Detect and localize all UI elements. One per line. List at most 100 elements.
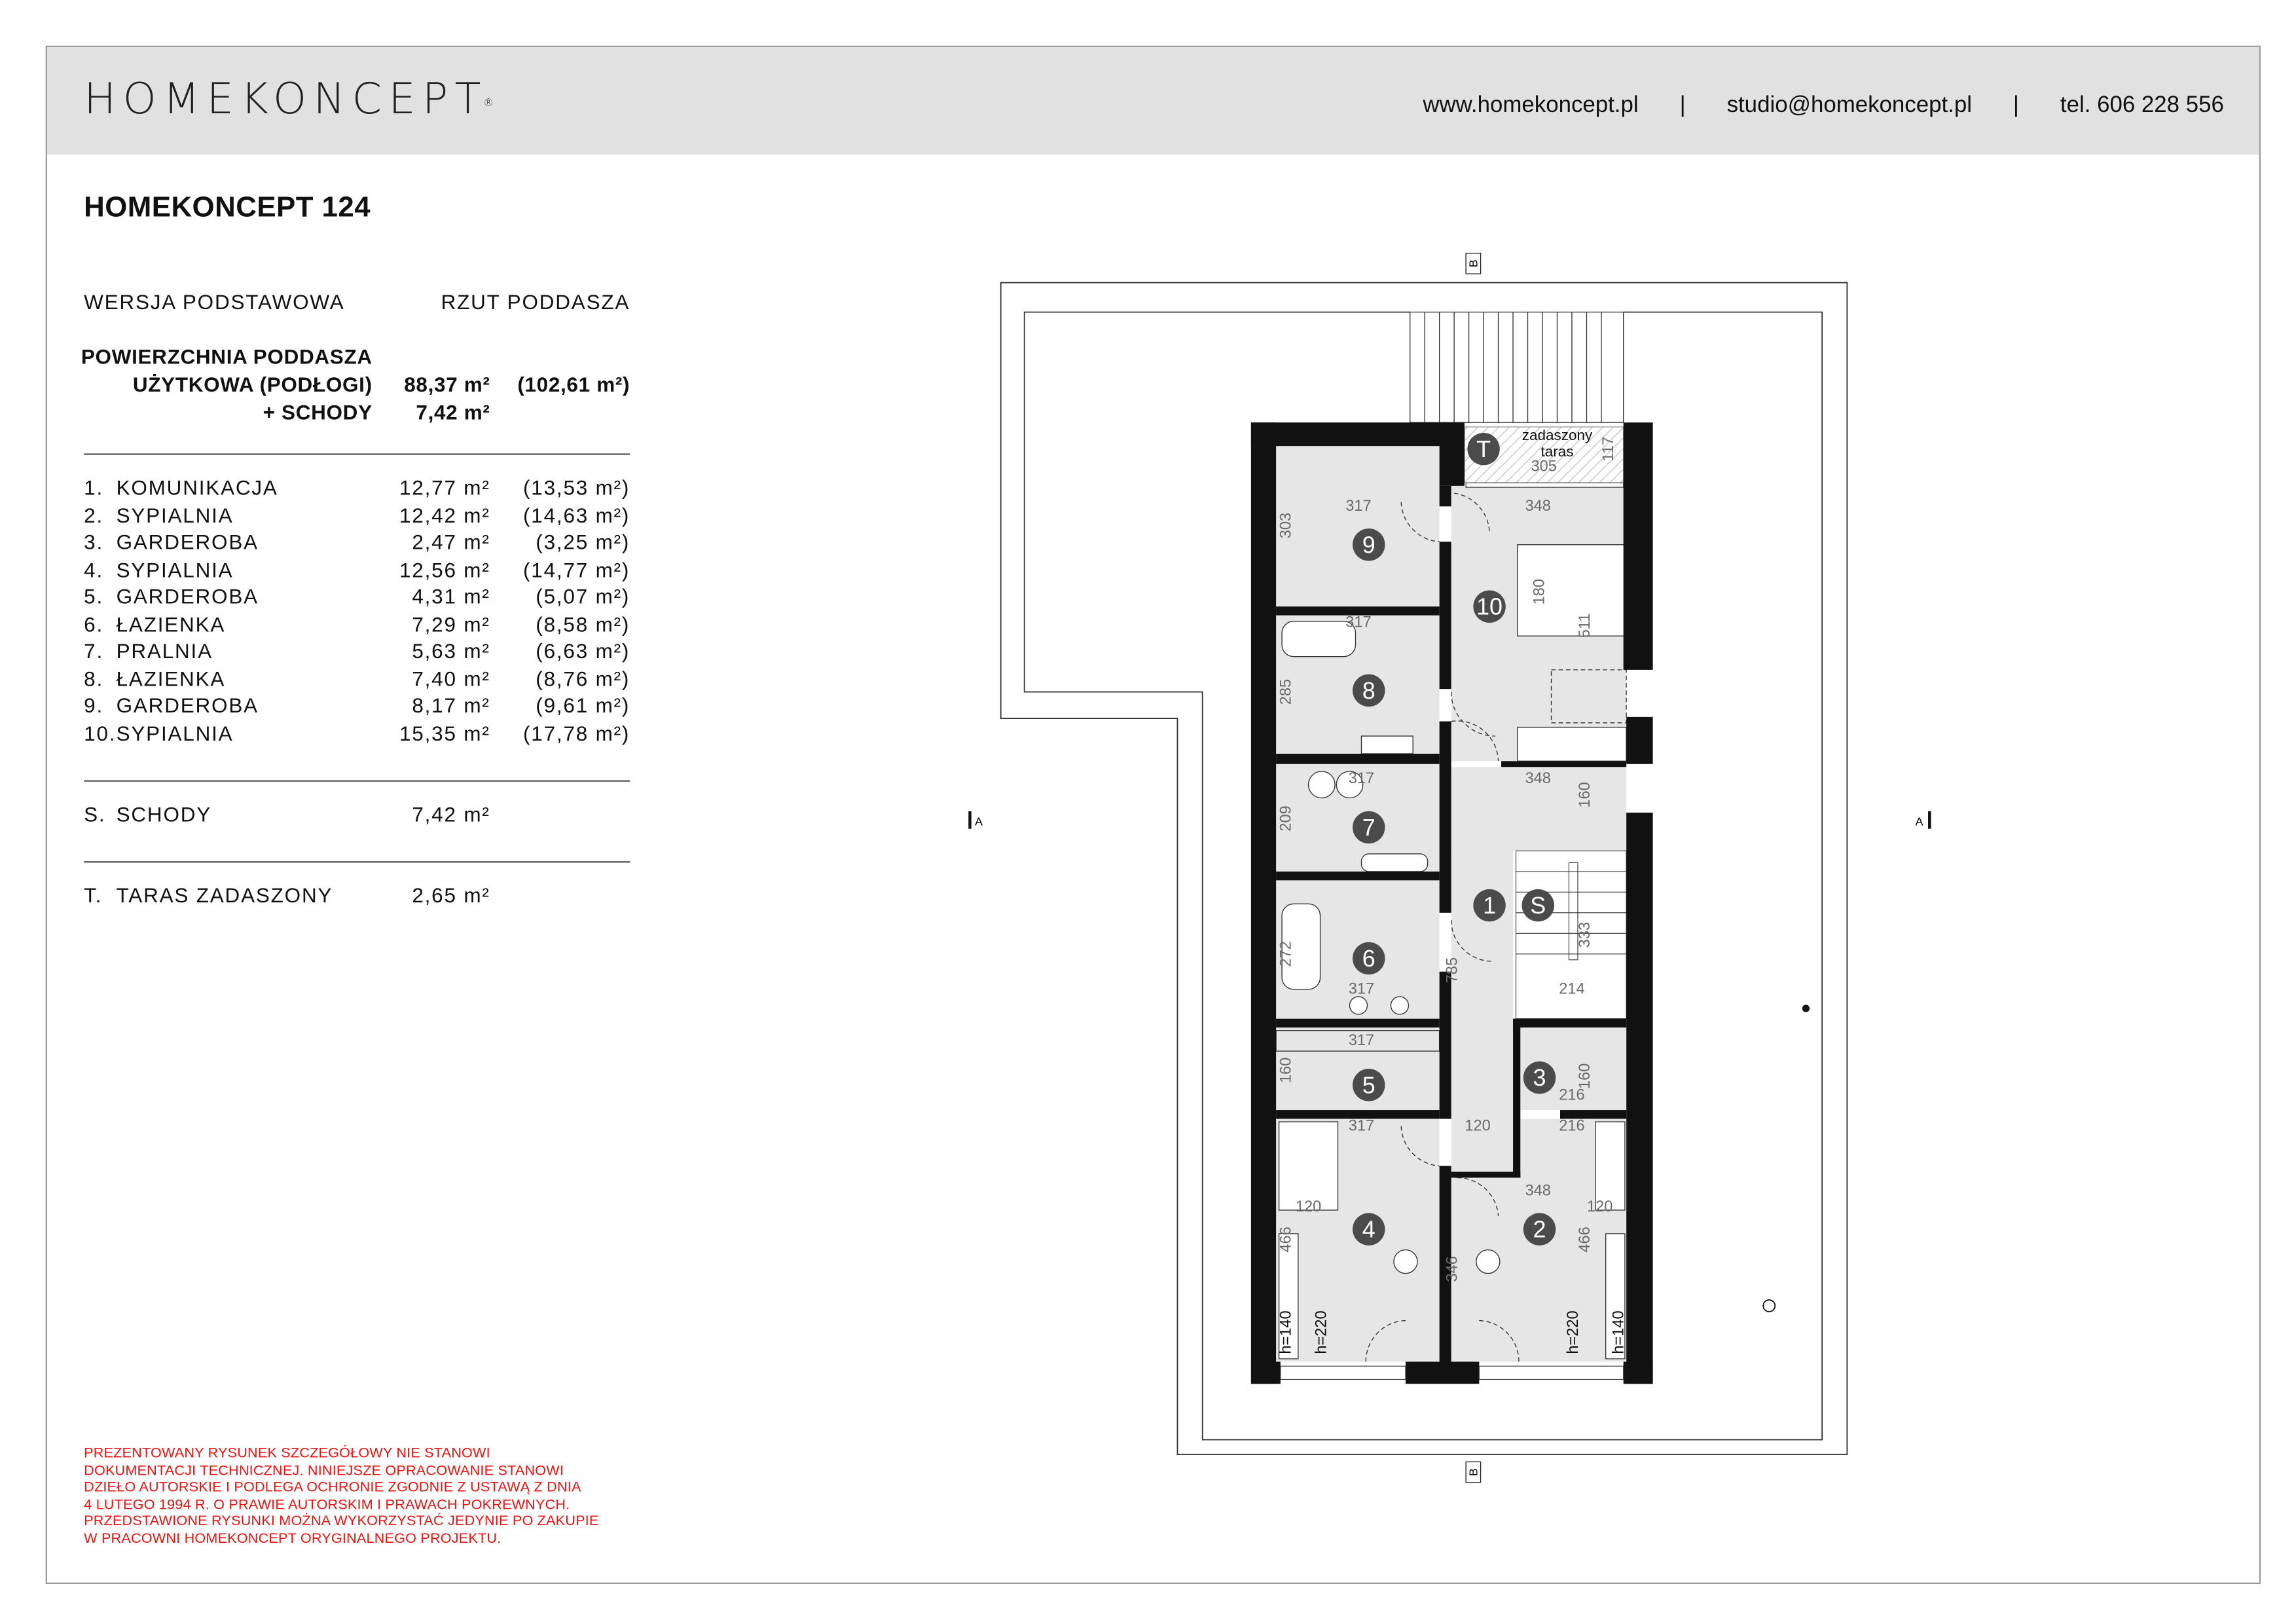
- wall-top: [1250, 422, 1465, 447]
- svg-text:B: B: [1467, 259, 1480, 267]
- svg-text:3: 3: [1533, 1064, 1546, 1091]
- wall-partition: [1276, 606, 1440, 616]
- room-area: 12,42 m²: [399, 502, 490, 526]
- wall-bottom: [1405, 1361, 1480, 1384]
- roof-outline-outer: [1000, 282, 1848, 1456]
- room-label-10: 10: [1473, 590, 1506, 623]
- section-marker-b-bottom: B: [1465, 1461, 1482, 1483]
- desk-icon: [1278, 1233, 1299, 1359]
- divider: [84, 780, 630, 782]
- room-label-5: 5: [1353, 1069, 1385, 1101]
- room-gross-area: (14,77 m²): [523, 557, 630, 581]
- contact-info: www.homekoncept.pl | studio@homekoncept.…: [1423, 93, 2224, 119]
- logo-text: HOMEKONCEPT: [84, 73, 488, 124]
- room-number: 5.: [84, 584, 103, 608]
- dimension-label: 785: [1444, 957, 1461, 983]
- registered-mark: ®: [483, 97, 494, 109]
- walls: [1250, 422, 1653, 1384]
- disclaimer-line: DZIEŁO AUTORSKIE I PODLEGA OCHRONIE ZGOD…: [84, 1479, 581, 1496]
- summary-net-area: 88,37 m²: [404, 372, 490, 396]
- dimension-label: 272: [1278, 941, 1295, 967]
- terrace-row: T. TARAS ZADASZONY 2,65 m²: [84, 883, 630, 911]
- room-area: 2,47 m²: [412, 530, 490, 554]
- wall-partition: [1276, 1110, 1440, 1119]
- wall-partition: [1276, 754, 1440, 764]
- svg-text:4: 4: [1362, 1216, 1376, 1243]
- terrace-area: 2,65 m²: [412, 883, 490, 907]
- email-link[interactable]: studio@homekoncept.pl: [1726, 92, 1972, 118]
- brand-logo[interactable]: HOMEKONCEPT®: [84, 73, 498, 123]
- room-label-3: 3: [1523, 1061, 1556, 1094]
- disclaimer-line: PRZEDSTAWIONE RYSUNKI MOŻNA WYKORZYSTAĆ …: [84, 1513, 599, 1530]
- room-name: SYPIALNIA: [116, 720, 234, 745]
- disclaimer-line: PREZENTOWANY RYSUNEK SZCZEGÓŁOWY NIE STA…: [84, 1445, 490, 1462]
- ironing-board-icon: [1360, 853, 1429, 872]
- summary-stairs-area: 7,42 m²: [416, 400, 490, 424]
- room-number: 3.: [84, 530, 103, 554]
- stairs-area: 7,42 m²: [412, 802, 490, 826]
- separator: |: [1679, 92, 1686, 118]
- dimension-label: 466: [1278, 1227, 1295, 1252]
- windows: [1280, 482, 1624, 1380]
- dimension-label: 216: [1559, 1086, 1584, 1103]
- room-label-2: 2: [1523, 1213, 1556, 1246]
- svg-text:A: A: [975, 815, 983, 828]
- svg-text:1: 1: [1483, 892, 1496, 919]
- dimension-label: 333: [1576, 922, 1594, 948]
- dimension-label: 317: [1345, 498, 1371, 515]
- dimension-label: 160: [1278, 1058, 1295, 1083]
- phone-link[interactable]: tel. 606 228 556: [2060, 92, 2224, 118]
- bed-icon: [1278, 1121, 1339, 1211]
- wall-partition: [1501, 761, 1627, 767]
- room-area: 12,56 m²: [399, 557, 490, 581]
- room-gross-area: (8,76 m²): [536, 666, 630, 690]
- svg-text:5: 5: [1362, 1071, 1376, 1098]
- dimension-label: 348: [1525, 498, 1551, 515]
- dimension-label: 214: [1559, 980, 1584, 997]
- wall-partition: [1439, 542, 1451, 690]
- dimension-label: 317: [1349, 770, 1374, 787]
- room-label-t: T: [1467, 432, 1500, 466]
- dimension-label: 160: [1576, 782, 1594, 807]
- room-gross-area: (9,61 m²): [536, 693, 630, 717]
- website-link[interactable]: www.homekoncept.pl: [1423, 92, 1639, 118]
- sink-icon: [1360, 735, 1413, 754]
- terrace-num: T.: [84, 883, 103, 907]
- svg-text:6: 6: [1362, 945, 1376, 972]
- svg-text:T: T: [1476, 435, 1491, 462]
- room-name: GARDEROBA: [116, 693, 259, 717]
- room-area: 8,17 m²: [412, 693, 490, 717]
- dimension-label: 303: [1278, 513, 1295, 538]
- wall-partition: [1276, 1018, 1440, 1028]
- window-icon: [1465, 482, 1624, 488]
- section-marker-a-left: A: [968, 811, 983, 829]
- sink-icon: [1349, 996, 1368, 1015]
- disclaimer-line: W PRACOWNI HOMEKONCEPT ORYGINALNEGO PROJ…: [84, 1530, 501, 1547]
- sink-icon: [1390, 996, 1410, 1015]
- svg-text:8: 8: [1362, 677, 1376, 704]
- svg-text:A: A: [1916, 815, 1923, 828]
- dimension-label: 117: [1600, 437, 1617, 462]
- wall-bottom: [1623, 1361, 1653, 1384]
- svg-text:2: 2: [1533, 1216, 1546, 1243]
- section-marker-a-right: A: [1916, 811, 1931, 829]
- dimension-label: 348: [1525, 770, 1551, 787]
- room-number: 10.: [84, 720, 117, 745]
- wall-partition: [1559, 1110, 1627, 1119]
- bed-icon: [1517, 544, 1627, 637]
- door-icon: [1365, 1320, 1409, 1362]
- divider: [84, 453, 630, 455]
- door-icon: [1400, 502, 1440, 542]
- room-area: 12,77 m²: [399, 475, 490, 500]
- dimension-label: 346: [1444, 1256, 1461, 1282]
- dimension-label: 120: [1465, 1118, 1490, 1135]
- section-marker-b-top: B: [1465, 252, 1482, 274]
- door-icon: [1457, 1177, 1499, 1216]
- wall-partition: [1439, 721, 1451, 913]
- stairs-row: S. SCHODY 7,42 m²: [84, 802, 630, 830]
- dimension-label: 285: [1278, 679, 1295, 705]
- bed-icon: [1595, 1121, 1626, 1211]
